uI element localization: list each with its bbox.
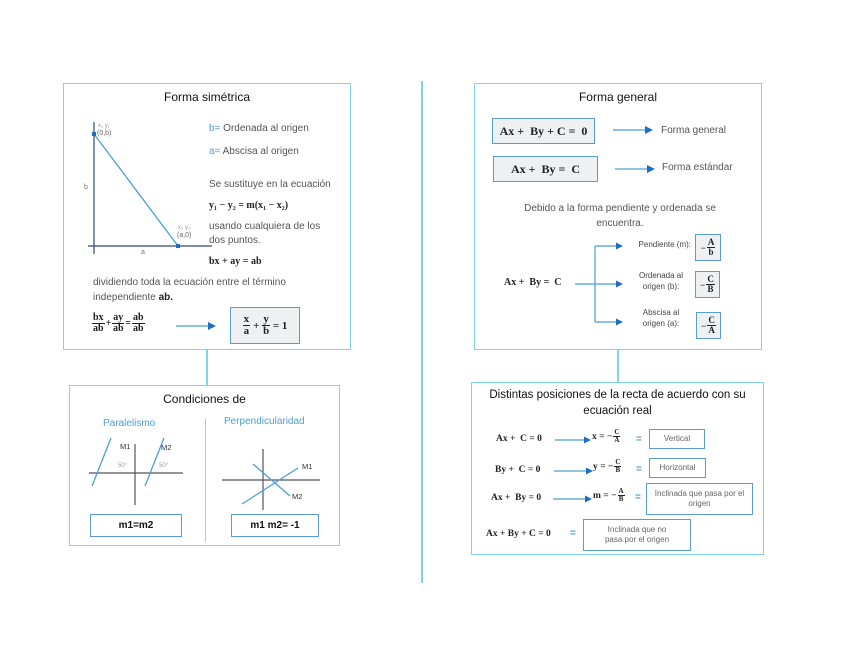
line-m1 — [241, 467, 299, 505]
point-0-b — [92, 132, 96, 136]
point-a-0 — [176, 244, 180, 248]
intercept-graph — [88, 122, 212, 254]
abscisa-label: Abscisa al origen (a): — [642, 308, 680, 328]
arrow-icon — [554, 467, 593, 475]
panel-posiciones: Distintas posiciones de la recta de acue… — [471, 382, 764, 555]
equals-sign: = — [636, 464, 642, 475]
result-box: Horizontal — [649, 458, 706, 478]
perpendicular-rule-box: m1 m2= -1 — [231, 514, 319, 537]
panel-condiciones: Condiciones de Paralelismo Perpendicular… — [69, 385, 340, 546]
result-box: Vertical — [649, 429, 705, 449]
line-m1 — [91, 437, 112, 487]
ordenada-label: Ordenada al origen (b): — [638, 271, 684, 291]
general-form-label: Forma general — [661, 125, 727, 136]
panel-forma-simetrica: Forma simétrica x₁ y₁ (0,b) x₂ y₂ (a,0) … — [63, 83, 351, 350]
panel-forma-general: Forma general Ax + By + C = 0 Forma gene… — [474, 83, 762, 350]
panel-title: Forma simétrica — [163, 90, 250, 104]
axis-label-b: b — [84, 184, 88, 191]
arrow-icon — [176, 322, 216, 330]
source-equation: Ax + By = C — [504, 277, 562, 288]
two-point-equation: y₁ − y₂ = m(x₁ − x₂) — [209, 200, 289, 211]
point2-label: (a,0) — [177, 232, 192, 239]
perpendicularidad-heading: Perpendicularidad — [224, 416, 305, 427]
row-equation: Ax + C = 0 — [496, 434, 542, 444]
label-m2-perp: M2 — [292, 492, 303, 501]
parallel-rule-box: m1=m2 — [90, 514, 182, 537]
debido-text: Debido a la forma pendiente y ordenada s… — [524, 203, 716, 229]
perpendicular-lines-graph — [222, 449, 320, 510]
parallel-lines-graph — [89, 437, 183, 505]
row-equation: Ax + By + C = 0 — [486, 529, 551, 539]
pendiente-label: Pendiente (m): — [638, 240, 691, 249]
general-form-box: Ax + By + C = 0 — [492, 118, 595, 144]
b-definition: b= Ordenada al origen — [209, 123, 309, 134]
bx-ay-equation: bx + ay = ab — [209, 256, 262, 267]
connector-right — [617, 349, 619, 383]
equals-sign: = — [570, 528, 576, 539]
b-prefix: b= — [209, 123, 221, 134]
result-box: Inclinada que pasa por el origen — [646, 483, 753, 515]
standard-form-box: Ax + By = C — [493, 156, 598, 182]
row-equation: By + C = 0 — [495, 465, 541, 475]
center-divider — [421, 81, 423, 583]
row-equation: Ax + By = 0 — [491, 493, 542, 503]
label-m1: M1 — [120, 442, 131, 451]
arrow-icon — [553, 495, 592, 503]
intercept-line — [93, 133, 179, 247]
a-prefix: a= — [209, 146, 221, 157]
axis-label-a: a — [141, 249, 145, 256]
result-box: Inclinada que no pasa por el origen — [583, 519, 691, 551]
point1-label: (0,b) — [97, 130, 112, 137]
a-definition: a= Abscisa al origen — [209, 146, 299, 157]
paralelismo-heading: Paralelismo — [103, 418, 156, 429]
panel-title: Distintas posiciones de la recta de acue… — [489, 389, 746, 417]
usando-text: usando cualquiera de los dos puntos. — [209, 221, 321, 246]
point2-sub: x₂ y₂ — [178, 225, 191, 231]
sustituye-text: Se sustituye en la ecuación — [209, 179, 331, 190]
panel-title: Forma general — [578, 90, 658, 104]
condiciones-divider — [205, 419, 207, 542]
angle-label-1: 50° — [118, 463, 128, 469]
line-m2 — [144, 437, 165, 487]
connector-left — [206, 349, 208, 386]
panel-title: Condiciones de — [163, 392, 246, 406]
standard-form-label: Forma estándar — [662, 162, 733, 173]
equals-sign: = — [635, 492, 641, 503]
dividiendo-text: dividiendo toda la ecuación entre el tér… — [93, 277, 286, 303]
arrow-icon — [613, 126, 653, 134]
angle-label-2: 50° — [159, 463, 169, 469]
equals-sign: = — [636, 434, 642, 445]
line-m2 — [252, 463, 291, 497]
point1-sub: x₁ y₁ — [98, 123, 110, 129]
arrow-icon — [555, 436, 591, 444]
label-m2: M2 — [161, 443, 172, 452]
label-m1-perp: M1 — [302, 462, 313, 471]
arrow-icon — [615, 165, 655, 173]
branch-arrows — [575, 242, 623, 326]
